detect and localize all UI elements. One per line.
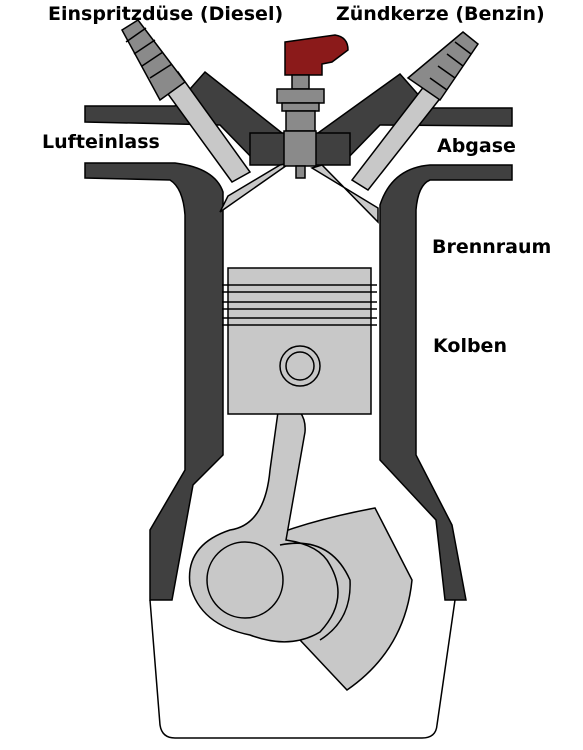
label-exhaust: Abgase bbox=[437, 135, 516, 157]
cylinder-wall-right bbox=[379, 164, 513, 601]
piston-pin-inner bbox=[285, 351, 315, 381]
spark-plug bbox=[406, 31, 480, 102]
label-combustion-chamber: Brennraum bbox=[432, 236, 552, 258]
cylinder-wall-left bbox=[84, 162, 224, 601]
crank-pin bbox=[206, 541, 284, 619]
crankcase-outline bbox=[149, 599, 456, 739]
fuel-injector bbox=[121, 19, 187, 102]
crank-journal-outline bbox=[279, 542, 351, 641]
label-intake: Lufteinlass bbox=[42, 131, 160, 153]
piston bbox=[222, 267, 377, 415]
label-piston: Kolben bbox=[433, 335, 507, 357]
central-plug bbox=[276, 34, 349, 179]
spark-plug-cap bbox=[284, 34, 349, 76]
label-injector: Einspritzdüse (Diesel) bbox=[48, 3, 284, 25]
label-spark-plug: Zündkerze (Benzin) bbox=[336, 3, 545, 25]
